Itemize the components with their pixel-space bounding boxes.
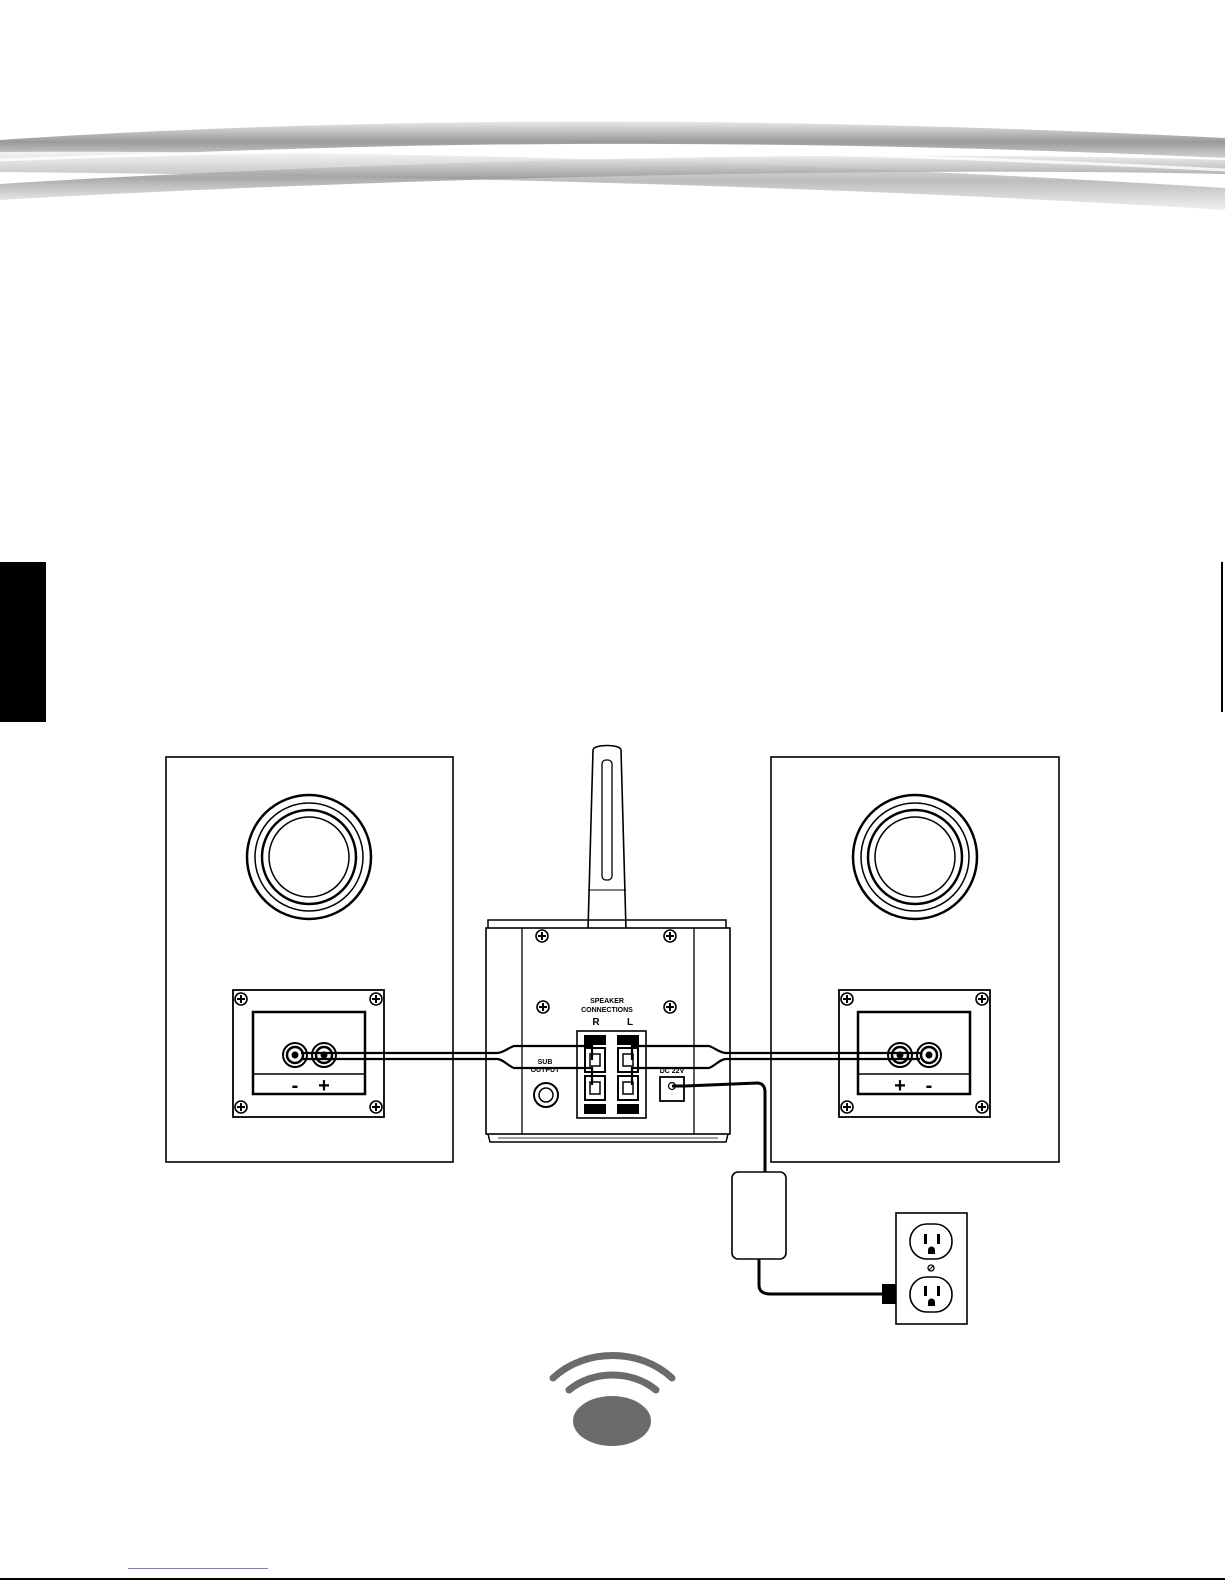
screw-icon <box>235 993 247 1005</box>
connection-diagram: - + + - <box>0 740 1225 1350</box>
binding-post-plus[interactable] <box>888 1043 912 1067</box>
screw-icon <box>370 993 382 1005</box>
header-swoosh <box>0 100 1225 225</box>
screw-icon <box>664 930 676 942</box>
screw-icon <box>536 930 548 942</box>
screw-icon <box>235 1101 247 1113</box>
antenna[interactable] <box>588 746 626 949</box>
screw-icon <box>976 993 988 1005</box>
terminal-plus-label: + <box>894 1075 906 1097</box>
screw-icon <box>370 1101 382 1113</box>
right-margin-rule <box>1221 562 1223 712</box>
speaker-connections-line1: SPEAKER <box>590 998 624 1005</box>
footer-link-underline[interactable] <box>128 1568 268 1569</box>
binding-post-plus[interactable] <box>312 1043 336 1067</box>
screw-icon <box>976 1101 988 1113</box>
power-outlet-icon <box>896 1213 967 1324</box>
left-channel-label: L <box>627 1017 633 1028</box>
right-speaker: + - <box>771 757 1059 1162</box>
dc-input-jack[interactable] <box>660 1077 684 1101</box>
screw-icon <box>841 993 853 1005</box>
right-channel-label: R <box>592 1017 600 1028</box>
binding-post-minus[interactable] <box>917 1043 941 1067</box>
subwoofer-unit: SPEAKER CONNECTIONS R L SUB OUTPUT <box>486 746 730 1143</box>
left-speaker: - + <box>166 757 453 1162</box>
screw-icon <box>537 1001 549 1013</box>
footer-rule <box>0 1578 1225 1580</box>
power-adapter-icon <box>732 1172 786 1259</box>
sub-output-line1: SUB <box>538 1059 553 1066</box>
screw-icon <box>664 1001 676 1013</box>
speaker-connections-line2: CONNECTIONS <box>581 1007 633 1014</box>
binding-post-minus[interactable] <box>283 1043 307 1067</box>
wireless-logo-icon <box>545 1348 680 1448</box>
terminal-minus-label: - <box>292 1075 299 1097</box>
terminal-plus-label: + <box>318 1075 330 1097</box>
section-side-tab <box>0 562 46 722</box>
sub-output-jack[interactable] <box>534 1083 558 1107</box>
terminal-minus-label: - <box>926 1075 933 1097</box>
screw-icon <box>841 1101 853 1113</box>
speaker-terminal-block[interactable] <box>577 1031 646 1118</box>
